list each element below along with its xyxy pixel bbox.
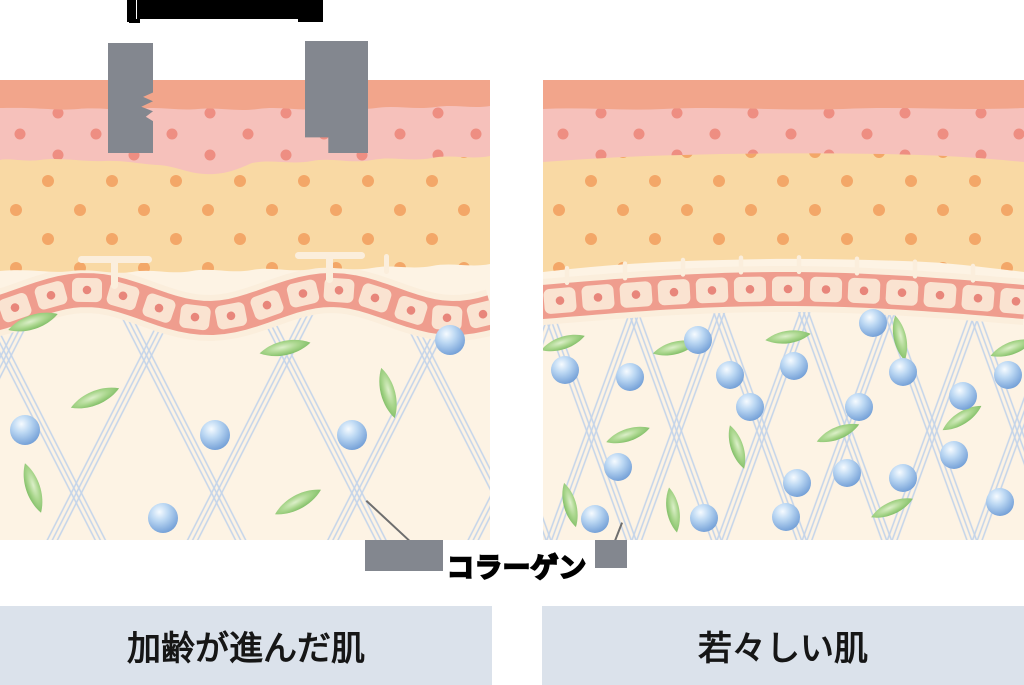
blue-sphere [940, 441, 968, 469]
caption-aged-skin: 加齢が進んだ肌 [0, 606, 492, 685]
blue-sphere [435, 325, 465, 355]
blue-sphere [551, 356, 579, 384]
basal-band [543, 266, 1024, 326]
blue-sphere [200, 420, 230, 450]
blue-sphere [994, 361, 1022, 389]
blue-sphere [889, 464, 917, 492]
blue-sphere [148, 503, 178, 533]
blue-sphere [604, 453, 632, 481]
aged-skin-illustration [0, 80, 490, 540]
granular-layer-dots [543, 100, 1024, 162]
blue-sphere [716, 361, 744, 389]
blue-sphere [833, 459, 861, 487]
cropped-top-text-fragment [298, 0, 323, 22]
stratum-corneum [543, 80, 1024, 110]
spinous-layer-dots [543, 140, 1024, 272]
cropped-top-text-fragment [137, 0, 323, 19]
blue-sphere [783, 469, 811, 497]
caption-young-skin: 若々しい肌 [542, 606, 1024, 685]
blue-sphere [949, 382, 977, 410]
blue-sphere [10, 415, 40, 445]
spinous-layer-dots [0, 135, 490, 273]
blue-sphere [845, 393, 873, 421]
gray-bar-right [305, 41, 368, 153]
gray-bar-left [108, 43, 153, 153]
blue-sphere [780, 352, 808, 380]
blue-sphere [337, 420, 367, 450]
collagen-label: コラーゲン [446, 552, 587, 584]
blue-sphere [690, 504, 718, 532]
caption-young-skin-text: 若々しい肌 [698, 630, 868, 668]
stratum-corneum [0, 80, 490, 110]
blue-sphere [772, 503, 800, 531]
blue-sphere [581, 505, 609, 533]
dermis-contents [6, 307, 465, 533]
caption-aged-skin-text: 加齢が進んだ肌 [127, 630, 365, 668]
dermis-contents [543, 309, 1024, 534]
blue-sphere [859, 309, 887, 337]
flattened-papillae [78, 252, 389, 289]
blue-sphere [889, 358, 917, 386]
collagen-gray-block-left [365, 540, 443, 571]
blue-sphere [986, 488, 1014, 516]
collagen-gray-block-right [595, 540, 627, 568]
collagen-fiber-mesh [543, 305, 1024, 540]
blue-sphere [684, 326, 712, 354]
basal-band [0, 267, 490, 341]
blue-sphere [736, 393, 764, 421]
young-skin-illustration [543, 80, 1024, 540]
papillae [564, 255, 976, 285]
cropped-top-text-fragment [127, 0, 136, 22]
collagen-fiber-mesh [0, 308, 490, 540]
cropped-top-text-fragment [129, 19, 140, 23]
blue-sphere [616, 363, 644, 391]
